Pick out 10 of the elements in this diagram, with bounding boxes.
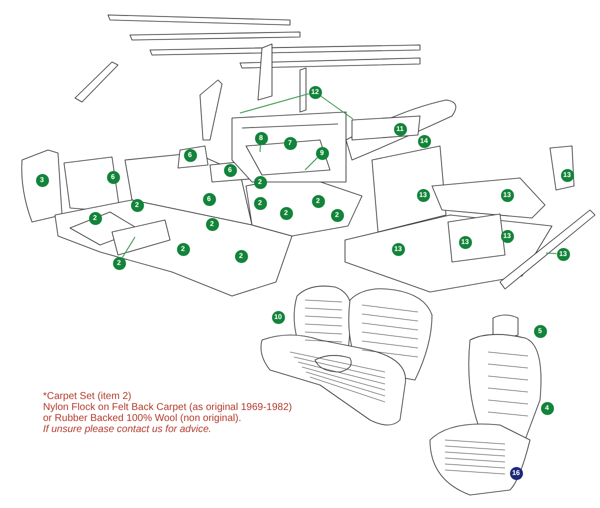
leader-line — [304, 157, 318, 170]
note-text: If unsure please contact us for advice. — [43, 424, 212, 435]
note-text: *Carpet Set (item 2) — [43, 391, 132, 402]
note-text: or Rubber Backed 100% Wool (non original). — [43, 413, 242, 424]
note-text: Nylon Flock on Felt Back Carpet (as original 1969-1982) — [43, 402, 292, 413]
leader-line — [320, 95, 354, 120]
leader-line — [260, 144, 262, 152]
leader-line — [546, 252, 557, 254]
leader-line — [240, 93, 310, 114]
leader-line — [122, 236, 136, 258]
